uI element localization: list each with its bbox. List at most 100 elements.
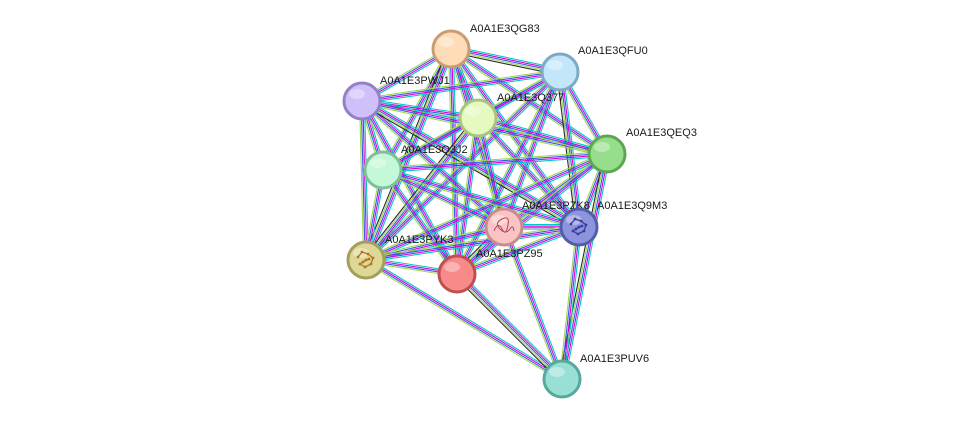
node-highlight: [547, 60, 563, 70]
edge-line: [363, 98, 506, 226]
node-a0a1e3pwj1[interactable]: A0A1E3PWJ1: [342, 75, 450, 121]
node-label: A0A1E3Q3J2: [401, 144, 468, 156]
edge-line: [363, 100, 369, 260]
edge-line: [456, 225, 579, 274]
node-label: A0A1E3PZ95: [476, 248, 543, 260]
edge-A0A1E3QFU0-A0A1E3PWJ1: [361, 69, 561, 104]
node-a0a1e3q9m3[interactable]: A0A1E3Q9M3: [559, 200, 667, 247]
node-circle[interactable]: [458, 98, 498, 138]
edge-A0A1E3QFU0-A0A1E3Q9M3: [556, 71, 583, 228]
edge-line: [362, 73, 561, 104]
node-circle[interactable]: [342, 81, 382, 121]
edge-line: [455, 224, 579, 273]
edge-line: [362, 72, 561, 103]
edge-line: [564, 154, 611, 380]
edge-line: [502, 227, 562, 380]
edge-line: [449, 50, 606, 157]
edge-line: [479, 115, 582, 226]
node-highlight: [349, 89, 365, 99]
edge-line: [383, 167, 580, 226]
edge-line: [455, 71, 560, 274]
edge-line: [382, 170, 579, 229]
node-a0a1e3puv6[interactable]: A0A1E3PUV6: [542, 353, 649, 399]
node-circle[interactable]: [431, 29, 471, 69]
edge-line: [505, 225, 565, 379]
edge-line: [475, 119, 578, 230]
edge-line: [383, 168, 580, 227]
node-circle[interactable]: [484, 207, 524, 247]
edge-line: [382, 152, 607, 170]
node-highlight: [465, 106, 481, 116]
edge-line: [366, 227, 580, 262]
node-label: A0A1E3PYK3: [385, 234, 454, 246]
node-circle[interactable]: [587, 134, 627, 174]
edge-line: [559, 71, 580, 228]
edge-A0A1E3Q9M3-A0A1E3PYK3: [365, 224, 580, 263]
edge-line: [558, 153, 605, 379]
edge-line: [383, 169, 459, 274]
edge-line: [454, 70, 559, 274]
edge-line: [365, 152, 607, 260]
edge-line: [556, 72, 577, 228]
edge-line: [458, 72, 563, 276]
edge-line: [559, 226, 578, 379]
edge-A0A1E3Q377-A0A1E3QEQ3: [477, 115, 608, 157]
node-a0a1e3q377[interactable]: A0A1E3Q377: [458, 92, 564, 138]
edge-line: [366, 49, 453, 261]
node-a0a1e3pz95[interactable]: A0A1E3PZ95: [437, 248, 543, 294]
edge-line: [457, 227, 580, 276]
edge-line: [366, 154, 608, 262]
edge-line: [563, 227, 582, 380]
edge-line: [366, 155, 609, 263]
edge-line: [362, 100, 368, 260]
edge-A0A1E3PZ95-A0A1E3PUV6: [454, 271, 565, 382]
node-a0a1e3qfu0[interactable]: A0A1E3QFU0: [540, 45, 648, 92]
edge-A0A1E3PYK3-A0A1E3PUV6: [364, 257, 564, 382]
edge-line: [505, 72, 563, 229]
edge-line: [562, 227, 581, 380]
node-highlight: [438, 37, 454, 47]
edge-line: [381, 48, 451, 170]
edge-A0A1E3Q377-A0A1E3Q9M3: [475, 115, 582, 230]
nodes-layer: A0A1E3QG83A0A1E3QFU0A0A1E3PWJ1A0A1E3Q377…: [342, 23, 697, 399]
edge-line: [361, 70, 560, 101]
node-a0a1e3qeq3[interactable]: A0A1E3QEQ3: [587, 127, 697, 174]
edge-line: [457, 228, 581, 277]
node-a0a1e3pyk3[interactable]: A0A1E3PYK3: [346, 234, 454, 280]
edge-line: [454, 275, 561, 382]
protein-structure-icon: [356, 250, 375, 269]
node-circle[interactable]: [540, 52, 580, 92]
edge-line: [366, 228, 580, 263]
node-circle[interactable]: [542, 359, 582, 399]
edge-line: [381, 171, 504, 230]
edge-line: [504, 72, 562, 228]
edge-A0A1E3Q9M3-A0A1E3PZ95: [455, 224, 581, 277]
edge-line: [380, 171, 456, 276]
edge-line: [367, 73, 563, 263]
edge-line: [360, 101, 366, 261]
edge-A0A1E3Q3J2-A0A1E3Q9M3: [382, 167, 580, 230]
edge-line: [361, 69, 560, 100]
node-a0a1e3qg83[interactable]: A0A1E3QG83: [431, 23, 540, 69]
node-label: A0A1E3QG83: [470, 23, 540, 35]
node-a0a1e3q3j2[interactable]: A0A1E3Q3J2: [363, 144, 468, 190]
edge-line: [477, 119, 607, 157]
node-label: A0A1E3Q9M3: [597, 200, 667, 212]
edge-line: [478, 115, 608, 153]
node-circle[interactable]: [363, 150, 403, 190]
edge-A0A1E3QEQ3-A0A1E3PUV6: [558, 153, 611, 380]
edge-line: [477, 118, 579, 228]
edge-A0A1E3QEQ3-A0A1E3Q3J2: [382, 151, 608, 173]
edge-line: [563, 154, 610, 380]
node-label: A0A1E3PUV6: [580, 353, 649, 365]
edge-line: [364, 151, 607, 259]
edge-line: [364, 261, 562, 382]
edge-line: [478, 116, 608, 154]
node-highlight: [491, 215, 507, 225]
node-label: A0A1E3QFU0: [578, 45, 648, 57]
edge-line: [458, 271, 565, 378]
node-circle[interactable]: [437, 254, 477, 294]
edge-A0A1E3Q9M3-A0A1E3PUV6: [559, 226, 582, 380]
edge-line: [359, 101, 365, 261]
edge-line: [501, 227, 561, 381]
